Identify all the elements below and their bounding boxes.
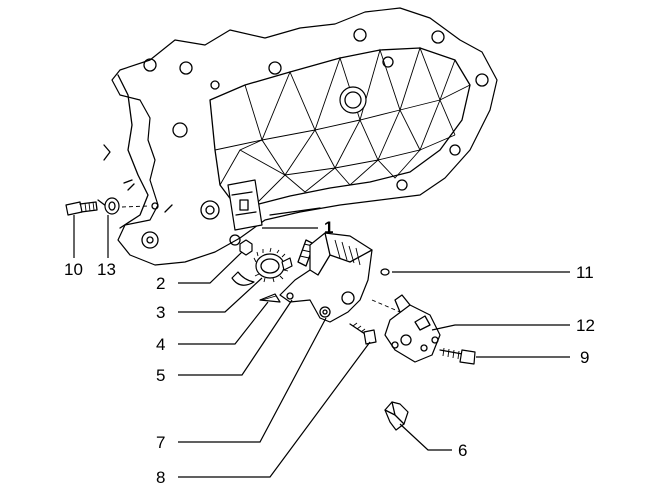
screw-hole <box>151 202 159 210</box>
callout-5: 5 <box>156 366 165 385</box>
callout-10: 10 <box>64 260 83 279</box>
callout-12: 12 <box>576 316 595 335</box>
callout-13: 13 <box>97 260 116 279</box>
leader-lines <box>73 215 570 478</box>
callout-8: 8 <box>156 468 165 487</box>
gear-part-3 <box>253 247 293 283</box>
pump-body-part-1 <box>279 232 373 323</box>
callout-11: 11 <box>576 263 594 282</box>
washer-part-13 <box>104 197 120 215</box>
o-ring-part-11 <box>380 268 390 276</box>
callout-4: 4 <box>156 335 165 354</box>
callout-9: 9 <box>580 348 589 367</box>
assembly-line <box>371 299 401 313</box>
half-moon-key <box>231 271 255 286</box>
callout-1: 1 <box>324 218 333 237</box>
screw-part-8 <box>349 322 377 345</box>
bolt-part-9 <box>439 347 476 365</box>
valve-assembly-part-12 <box>384 294 441 363</box>
clip-part-6 <box>384 401 409 431</box>
nut-part-2 <box>239 239 253 256</box>
callout-2: 2 <box>156 274 165 293</box>
callout-6: 6 <box>458 441 467 460</box>
bolt-part-10 <box>65 201 98 216</box>
crankcase-housing <box>97 7 498 266</box>
callout-7: 7 <box>156 433 165 452</box>
callout-3: 3 <box>156 303 165 322</box>
key-detail <box>261 295 277 301</box>
assembly-line <box>121 205 151 208</box>
